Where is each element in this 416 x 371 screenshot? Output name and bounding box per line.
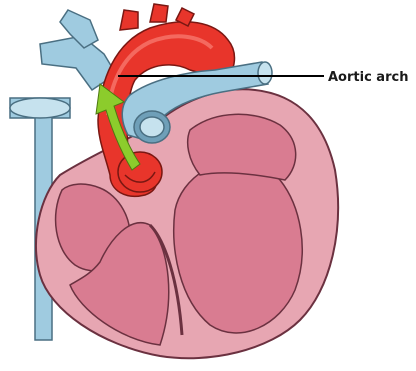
left-atrium — [188, 114, 296, 180]
aortic-root — [118, 152, 162, 192]
aortic-arch-label: Aortic arch — [328, 70, 408, 86]
pulmonary-artery-left — [40, 10, 116, 90]
